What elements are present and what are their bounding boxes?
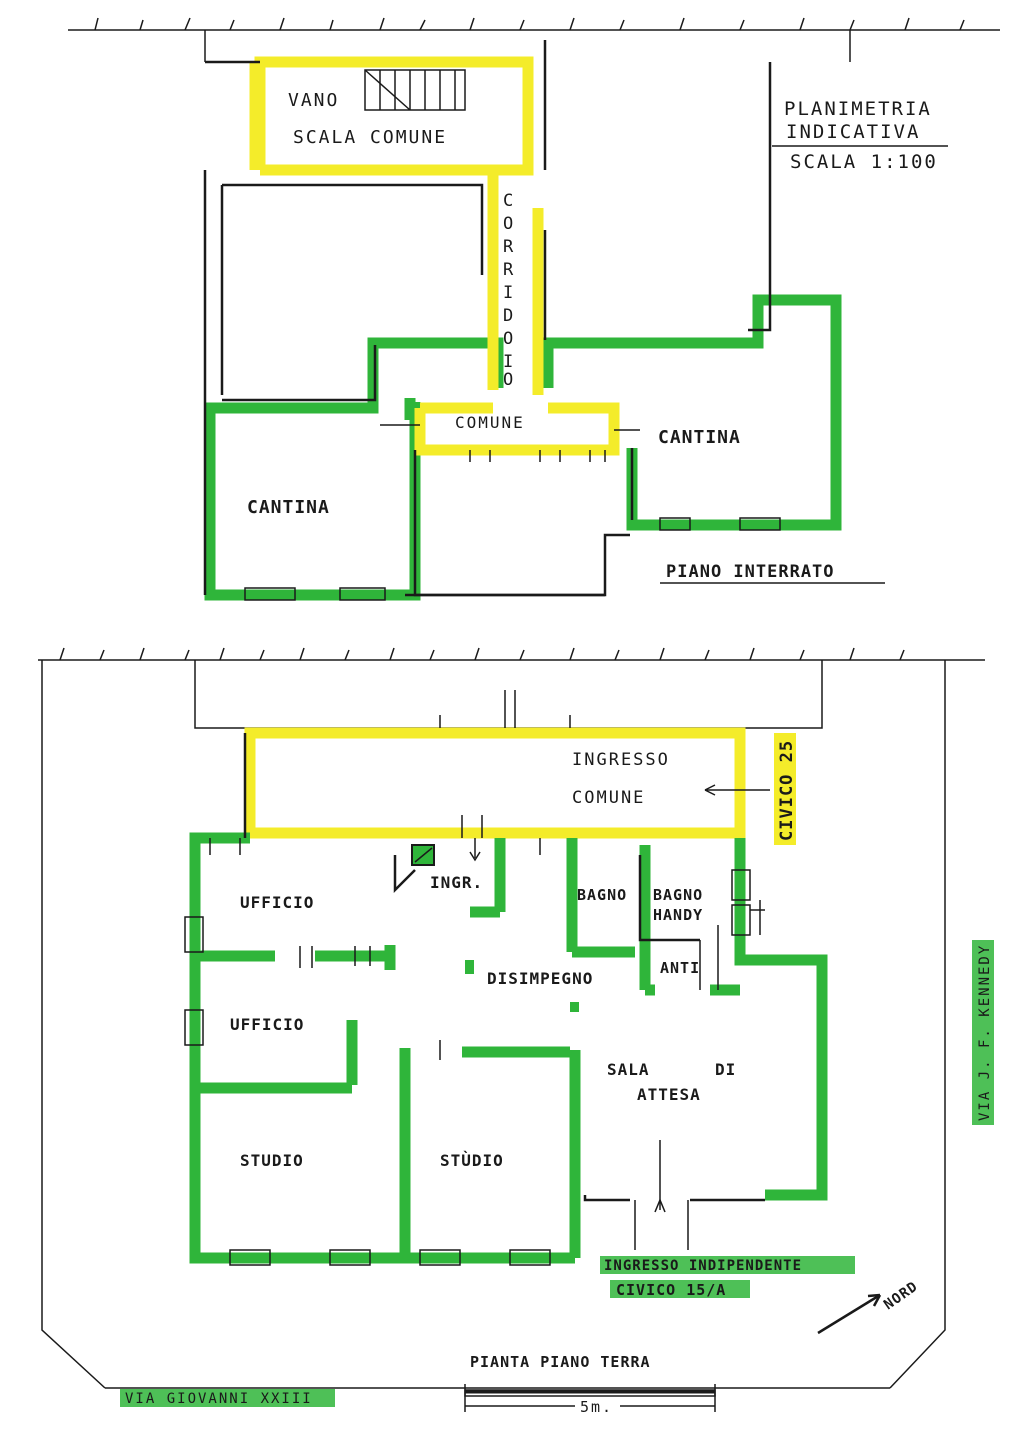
room-label-vano: VANO — [288, 90, 339, 111]
room-label-ingr: INGR. — [430, 873, 483, 892]
room-label-cantina-left: CANTINA — [247, 497, 330, 518]
via-giovanni-text: VIA GIOVANNI XXIII — [125, 1391, 313, 1407]
corridoio-vertical-label: C O R R I D O I O — [503, 191, 515, 390]
via-kennedy-text: VIA J. F. KENNEDY — [977, 944, 993, 1121]
ingresso-indipendente-label: INGRESSO INDIPENDENTE CIVICO 15/A — [600, 1256, 855, 1299]
ground-plan — [38, 647, 985, 1389]
room-label-ufficio-1: UFFICIO — [240, 893, 314, 912]
room-label-studio-1: STUDIO — [240, 1151, 304, 1170]
plan-title-line2: INDICATIVA — [786, 121, 920, 143]
ingresso-indipendente-text: INGRESSO INDIPENDENTE — [604, 1258, 802, 1274]
room-label-sala: SALA — [607, 1060, 650, 1079]
north-label: NORD — [881, 1279, 921, 1314]
via-kennedy-label: VIA J. F. KENNEDY — [972, 940, 994, 1125]
room-label-bagno: BAGNO — [577, 886, 627, 904]
civico25-text: CIVICO 25 — [777, 740, 797, 841]
room-label-bagno-handy-1: BAGNO — [653, 886, 703, 904]
room-label-attesa: ATTESA — [637, 1085, 701, 1104]
room-label-scala-comune: SCALA COMUNE — [293, 127, 447, 148]
plan-scale: SCALA 1:100 — [790, 151, 938, 173]
via-giovanni-label: VIA GIOVANNI XXIII — [120, 1389, 335, 1407]
room-label-ufficio-2: UFFICIO — [230, 1015, 304, 1034]
corridoio-letter: I — [503, 352, 515, 372]
basement-floor-label: PIANO INTERRATO — [666, 562, 835, 582]
scale-bar: 5m. — [464, 1384, 716, 1416]
corridoio-letter: I — [503, 283, 515, 303]
room-label-di: DI — [715, 1060, 736, 1079]
room-label-comune-basement: COMUNE — [455, 413, 525, 432]
room-label-disimpegno: DISIMPEGNO — [487, 969, 593, 988]
stair-icon — [364, 69, 466, 111]
corridoio-letter: R — [503, 260, 515, 280]
scale-bar-label: 5m. — [580, 1398, 613, 1416]
room-label-bagno-handy-2: HANDY — [653, 906, 703, 924]
room-label-comune-ground: COMUNE — [572, 788, 645, 808]
ground-floor-label: PIANTA PIANO TERRA — [470, 1353, 651, 1371]
basement-plan — [68, 17, 1000, 601]
civico25-label: CIVICO 25 — [774, 733, 797, 845]
civico15a-text: CIVICO 15/A — [616, 1281, 726, 1299]
room-label-ingresso: INGRESSO — [572, 750, 670, 770]
room-label-cantina-right: CANTINA — [658, 427, 741, 448]
room-label-anti: ANTI — [660, 959, 700, 977]
plan-title-line1: PLANIMETRIA — [784, 98, 932, 120]
north-arrow: NORD — [817, 1279, 921, 1335]
corridoio-letter: C — [503, 191, 515, 211]
corridoio-letter: O — [503, 214, 515, 234]
room-label-studio-2: STÙDIO — [440, 1151, 504, 1170]
corridoio-letter: R — [503, 237, 515, 257]
corridoio-letter: D — [503, 306, 515, 326]
corridoio-letter: O — [503, 329, 515, 349]
corridoio-letter: O — [503, 370, 515, 390]
